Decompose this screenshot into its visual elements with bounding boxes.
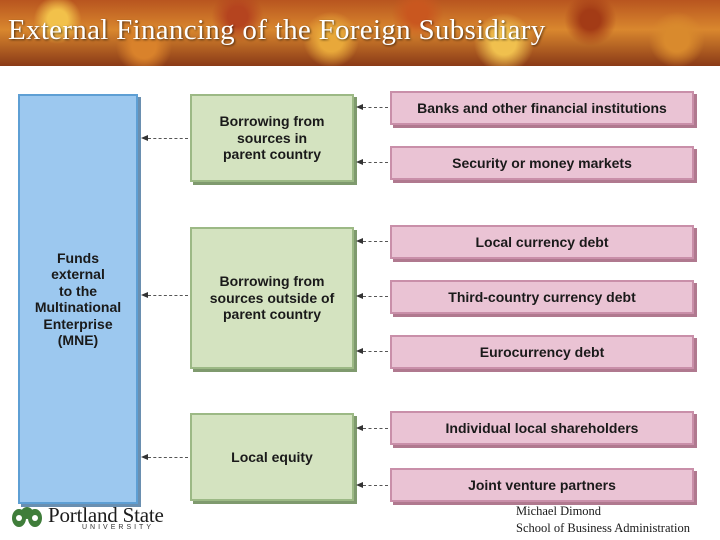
logo-name: Portland State xyxy=(48,503,164,527)
group-box-parent-country: Borrowing from sources in parent country xyxy=(190,94,354,182)
source-label: Local currency debt xyxy=(475,234,609,250)
dashed-arrow-left-icon xyxy=(356,482,388,488)
dashed-arrow-left-icon xyxy=(141,454,188,460)
source-label: Security or money markets xyxy=(452,155,632,171)
dashed-arrow-left-icon xyxy=(356,159,388,165)
group-box-outside-parent-country: Borrowing from sources outside of parent… xyxy=(190,227,354,369)
mne-funds-box: Funds external to the Multinational Ente… xyxy=(18,94,138,504)
author-name: Michael Dimond xyxy=(516,504,602,518)
source-box: Security or money markets xyxy=(390,146,694,180)
dashed-arrow-left-icon xyxy=(356,425,388,431)
source-label: Joint venture partners xyxy=(468,477,616,493)
school-name: School of Business Administration xyxy=(516,521,690,535)
source-box: Third-country currency debt xyxy=(390,280,694,314)
slide-title: External Financing of the Foreign Subsid… xyxy=(8,14,546,46)
source-box: Eurocurrency debt xyxy=(390,335,694,369)
dashed-arrow-left-icon xyxy=(356,238,388,244)
group-label: Local equity xyxy=(231,448,313,465)
source-box: Banks and other financial institutions xyxy=(390,91,694,125)
source-label: Eurocurrency debt xyxy=(479,344,605,360)
dashed-arrow-left-icon xyxy=(141,135,188,141)
source-label: Third-country currency debt xyxy=(448,289,636,305)
dashed-arrow-left-icon xyxy=(356,104,388,110)
header-banner: External Financing of the Foreign Subsid… xyxy=(0,0,720,66)
source-box: Joint venture partners xyxy=(390,468,694,502)
dashed-arrow-left-icon xyxy=(356,348,388,354)
portland-state-logo: Portland State UNIVERSITY xyxy=(10,500,180,536)
logo-subtitle: UNIVERSITY xyxy=(82,524,155,531)
group-label: Borrowing from sources in parent country xyxy=(219,113,325,163)
group-box-local-equity: Local equity xyxy=(190,413,354,501)
source-label: Banks and other financial institutions xyxy=(417,100,667,116)
dashed-arrow-left-icon xyxy=(356,293,388,299)
source-box: Local currency debt xyxy=(390,225,694,259)
source-label: Individual local shareholders xyxy=(445,420,639,436)
group-label: Borrowing from sources outside of parent… xyxy=(209,273,335,323)
portland-state-logo-icon xyxy=(12,507,42,527)
mne-label: Funds external to the Multinational Ente… xyxy=(34,249,122,349)
dashed-arrow-left-icon xyxy=(141,292,188,298)
footer-credit: Michael Dimond School of Business Admini… xyxy=(516,503,690,537)
source-box: Individual local shareholders xyxy=(390,411,694,445)
